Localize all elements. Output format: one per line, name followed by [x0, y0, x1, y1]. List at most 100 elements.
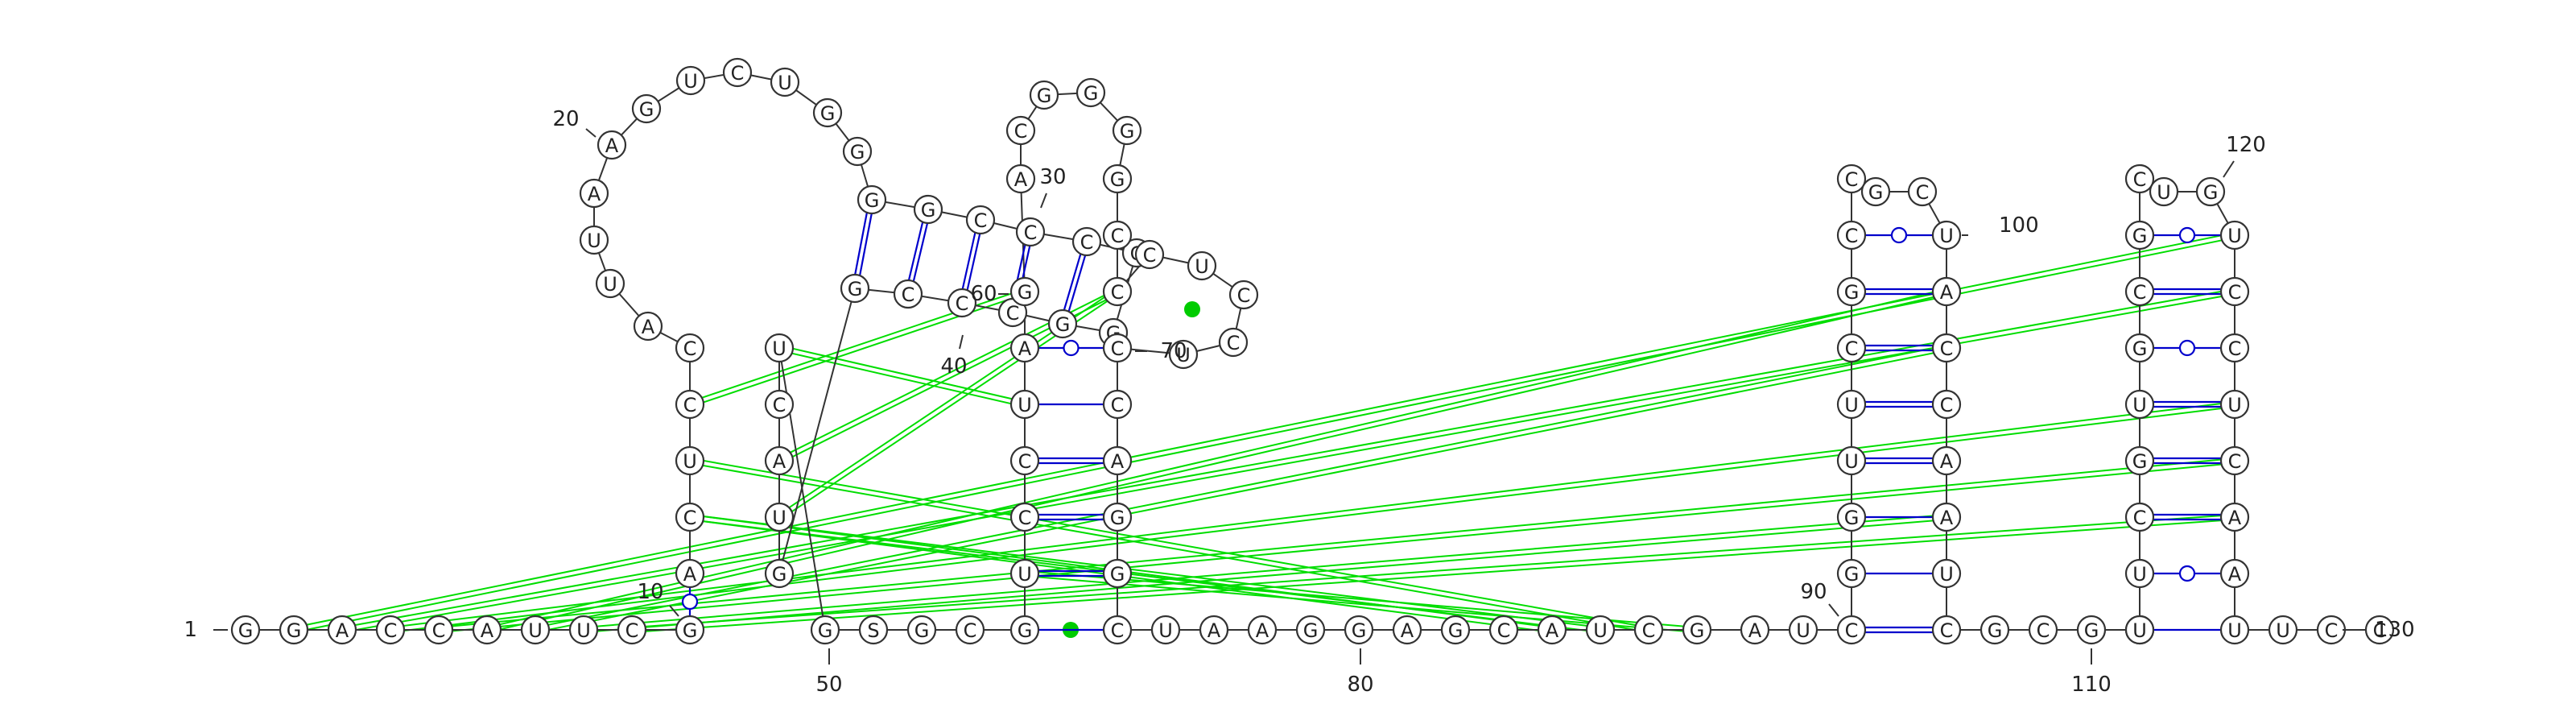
nucleotide-letter: C	[2133, 281, 2147, 304]
nucleotide-letter: C	[731, 62, 745, 85]
nucleotide-circle	[1440, 615, 1471, 645]
pseudoknot-link	[631, 514, 2235, 629]
nucleotide-circle	[1134, 239, 1165, 270]
nucleotide-circle	[965, 205, 996, 235]
pseudoknot-link	[583, 514, 1946, 629]
pseudoknot-link	[293, 232, 2235, 629]
base-pair-gc	[961, 232, 976, 289]
nucleotide-circle	[2219, 502, 2250, 532]
nucleotide: U	[1836, 445, 1867, 476]
position-label: 50	[815, 673, 842, 697]
nucleotide: A	[675, 558, 705, 589]
nucleotide-circle	[2124, 615, 2155, 645]
nucleotide-letter: G	[2132, 450, 2148, 473]
nucleotide-circle	[1344, 615, 1374, 645]
nucleotide-letter: U	[2276, 619, 2290, 642]
position-label: 30	[1039, 165, 1066, 189]
nucleotide-circle	[764, 333, 795, 363]
nucleotide: G	[2124, 220, 2155, 250]
nucleotide-letter: A	[1256, 619, 1269, 642]
nucleotide-circle	[1585, 615, 1616, 645]
nucleotide: U	[764, 333, 795, 363]
base-pair-gc	[966, 234, 981, 291]
nucleotide-circle	[230, 615, 261, 645]
nucleotide-circle	[1836, 333, 1867, 363]
nucleotide-circle	[2124, 276, 2155, 307]
nucleotide-letter: G	[1110, 563, 1125, 586]
nucleotide: C	[1633, 615, 1664, 645]
nucleotide-letter: C	[2228, 337, 2242, 360]
nucleotide-letter: U	[1158, 619, 1173, 642]
nucleotide-letter: U	[2227, 619, 2242, 642]
nucleotide: U	[1168, 339, 1199, 370]
nucleotide-letter: A	[1748, 619, 1762, 642]
nucleotide: A	[1537, 615, 1567, 645]
nucleotide-circle	[675, 615, 705, 645]
nucleotide-circle	[1295, 615, 1326, 645]
nucleotide-circle	[2195, 176, 2226, 207]
nucleotide-circle	[1228, 279, 1259, 310]
nucleotide-letter: U	[778, 72, 792, 94]
nucleotide: S	[858, 615, 889, 645]
nucleotide: G	[1836, 502, 1867, 532]
nucleotide-circle	[2219, 276, 2250, 307]
nucleotide-circle	[1102, 389, 1133, 420]
nucleotide: C	[1907, 176, 1938, 207]
nucleotide: U	[1187, 250, 1217, 281]
nucleotide-circle	[1633, 615, 1664, 645]
nucleotide-circle	[840, 273, 870, 304]
nucleotide-circle	[1102, 445, 1133, 476]
nucleotide: C	[675, 333, 705, 363]
nucleotide: U	[2219, 615, 2250, 645]
nucleotide-circle	[2268, 615, 2298, 645]
pseudoknot-marker	[1184, 301, 1200, 317]
nucleotide: C	[1102, 220, 1133, 250]
nucleotide-circle	[810, 615, 840, 645]
nucleotide-circle	[1931, 333, 1962, 363]
nucleotide-circle	[1009, 333, 1040, 363]
pseudoknot-link	[390, 401, 2235, 629]
nucleotide-circle	[1836, 389, 1867, 420]
nucleotide: U	[595, 268, 625, 299]
nucleotide: G	[1860, 176, 1891, 207]
nucleotide: C	[423, 615, 454, 645]
position-label: 20	[552, 107, 579, 131]
nucleotide-circle	[2149, 176, 2179, 207]
nucleotide: G	[810, 615, 840, 645]
nucleotide-letter: A	[1940, 281, 1954, 304]
nucleotide-letter: U	[1018, 394, 1032, 416]
nucleotide-letter: A	[481, 619, 494, 642]
nucleotide-circle	[893, 279, 923, 309]
nucleotide: G	[857, 184, 887, 215]
nucleotide-circle	[375, 615, 406, 645]
nucleotide: U	[1931, 558, 1962, 589]
position-label: 40	[940, 354, 967, 379]
nucleotide-letter: U	[1939, 563, 1954, 586]
pseudoknot-link	[439, 462, 2235, 633]
nucleotide-circle	[858, 615, 889, 645]
nucleotide-letter: C	[1111, 337, 1125, 360]
nucleotide: A	[633, 311, 663, 342]
pseudoknot-link	[1024, 574, 1697, 633]
nucleotide-letter: C	[625, 619, 639, 642]
nucleotide-letter: U	[1195, 255, 1209, 278]
position-tick	[585, 128, 597, 138]
nucleotide-letter: A	[1208, 619, 1221, 642]
nucleotide-letter: U	[2227, 225, 2242, 247]
nucleotide: C	[1931, 333, 1962, 363]
position-label: 100	[1999, 213, 2039, 238]
nucleotide: G	[842, 136, 873, 167]
nucleotide-letter: C	[1237, 284, 1251, 307]
nucleotide-circle	[913, 194, 943, 225]
nucleotide: G	[631, 93, 662, 124]
nucleotide: U	[579, 225, 609, 255]
nucleotide-letter: G	[1988, 619, 2003, 642]
nucleotide: A	[579, 178, 609, 209]
nucleotide-circle	[675, 65, 706, 96]
nucleotide-circle	[842, 136, 873, 167]
nucleotide-circle	[1102, 333, 1133, 363]
nucleotide-letter: C	[1024, 222, 1038, 244]
nucleotide: C	[1488, 615, 1519, 645]
nucleotide-letter: U	[1844, 394, 1859, 416]
